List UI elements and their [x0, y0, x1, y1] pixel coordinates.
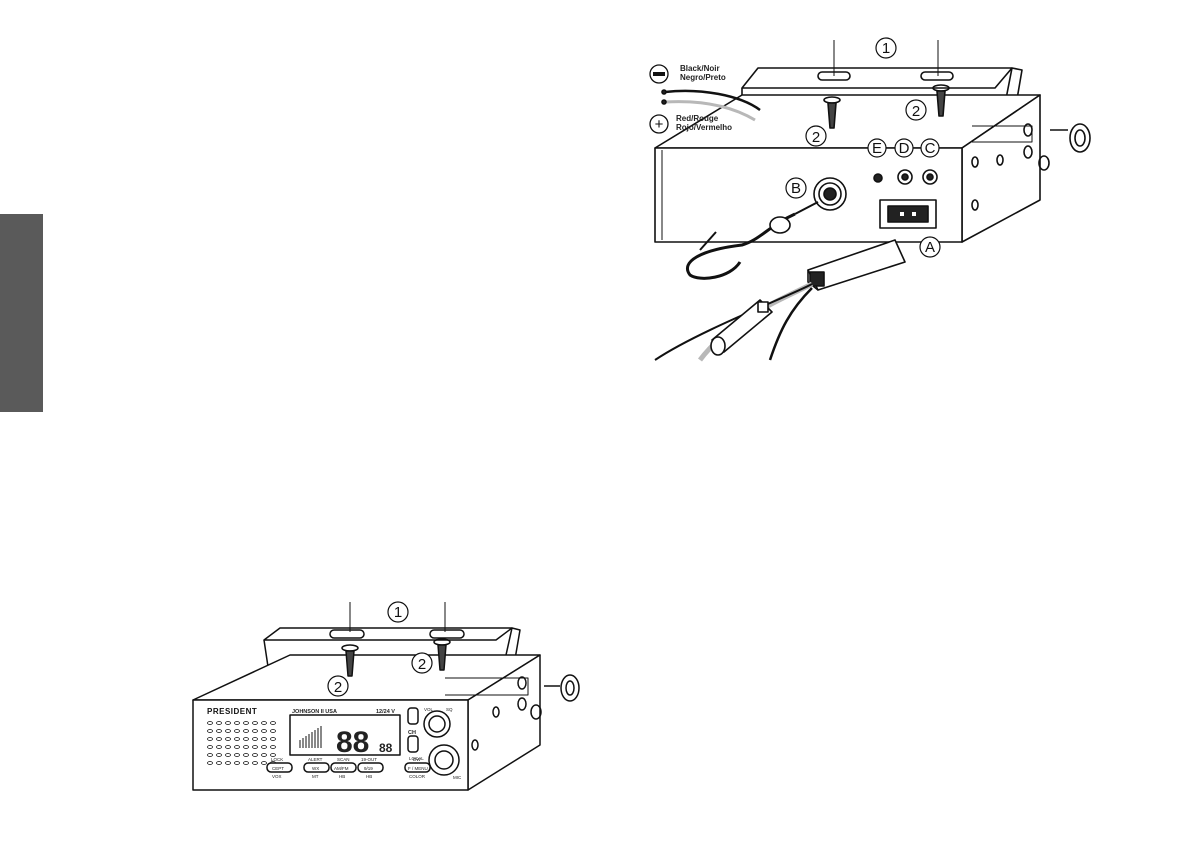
callout-screw-left-top: 2 [812, 129, 820, 146]
lcd-channel-small: 88 [379, 741, 393, 755]
callout-bracket-bottom: 1 [394, 604, 402, 621]
btn3-label: AM/FM [334, 766, 349, 771]
mounting-knob [1050, 124, 1090, 152]
callout-a: A [925, 239, 935, 256]
lcd-channel-main: 88 [336, 726, 369, 759]
btn5-label: F / MENU [408, 766, 428, 771]
btn1-bottom-label: VOX [272, 774, 282, 779]
vol-label: VOL [424, 707, 434, 712]
btn4-bottom-label: HB [366, 774, 372, 779]
btn5-bottom-label: COLOR [409, 774, 426, 779]
callout-screw-right-top: 2 [912, 103, 920, 120]
fuse-holder [711, 300, 772, 355]
btn4-top-label: 19-OUT [361, 757, 377, 762]
btn1-label: CEPT [272, 766, 284, 771]
rear-view-diagram [650, 38, 1090, 360]
callout-screw-right-bottom: 2 [418, 656, 426, 673]
callout-screw-left-bottom: 2 [334, 679, 342, 696]
ch-label: CH [408, 730, 416, 736]
positive-sign: + [655, 116, 664, 133]
callout-c: C [925, 140, 936, 157]
btn3-bottom-label: HB [339, 774, 345, 779]
callout-d: D [899, 140, 910, 157]
positive-wire-label-1: Red/Rouge [676, 114, 719, 123]
negative-sign-bar [653, 72, 665, 76]
mic-label: MIC [453, 775, 462, 780]
btn3-top-label: SCAN [337, 757, 350, 762]
bracket-top [742, 68, 1012, 88]
btn2-bottom-label: MT [312, 774, 319, 779]
positive-wire-label-2: Rojo/Vermelho [676, 123, 732, 132]
radio-brand: PRESIDENT [207, 707, 257, 716]
sq-label: SQ [446, 707, 453, 712]
btn5-top-label: DW [413, 757, 421, 762]
front-view-diagram [193, 602, 579, 790]
btn1-top-label: LOCK [271, 757, 283, 762]
radio-voltage: 12/24 V [376, 709, 395, 715]
power-plug [808, 240, 905, 290]
radio-model: JOHNSON II USA [292, 709, 337, 715]
callout-e: E [872, 140, 882, 157]
btn2-top-label: ALERT [308, 757, 323, 762]
btn4-label: 9/19 [364, 766, 373, 771]
negative-wire-label-1: Black/Noir [680, 64, 720, 73]
negative-wire-label-2: Negro/Preto [680, 73, 726, 82]
callout-bracket-top: 1 [882, 40, 890, 57]
callout-b: B [791, 180, 801, 197]
btn2-label: WX [312, 766, 319, 771]
